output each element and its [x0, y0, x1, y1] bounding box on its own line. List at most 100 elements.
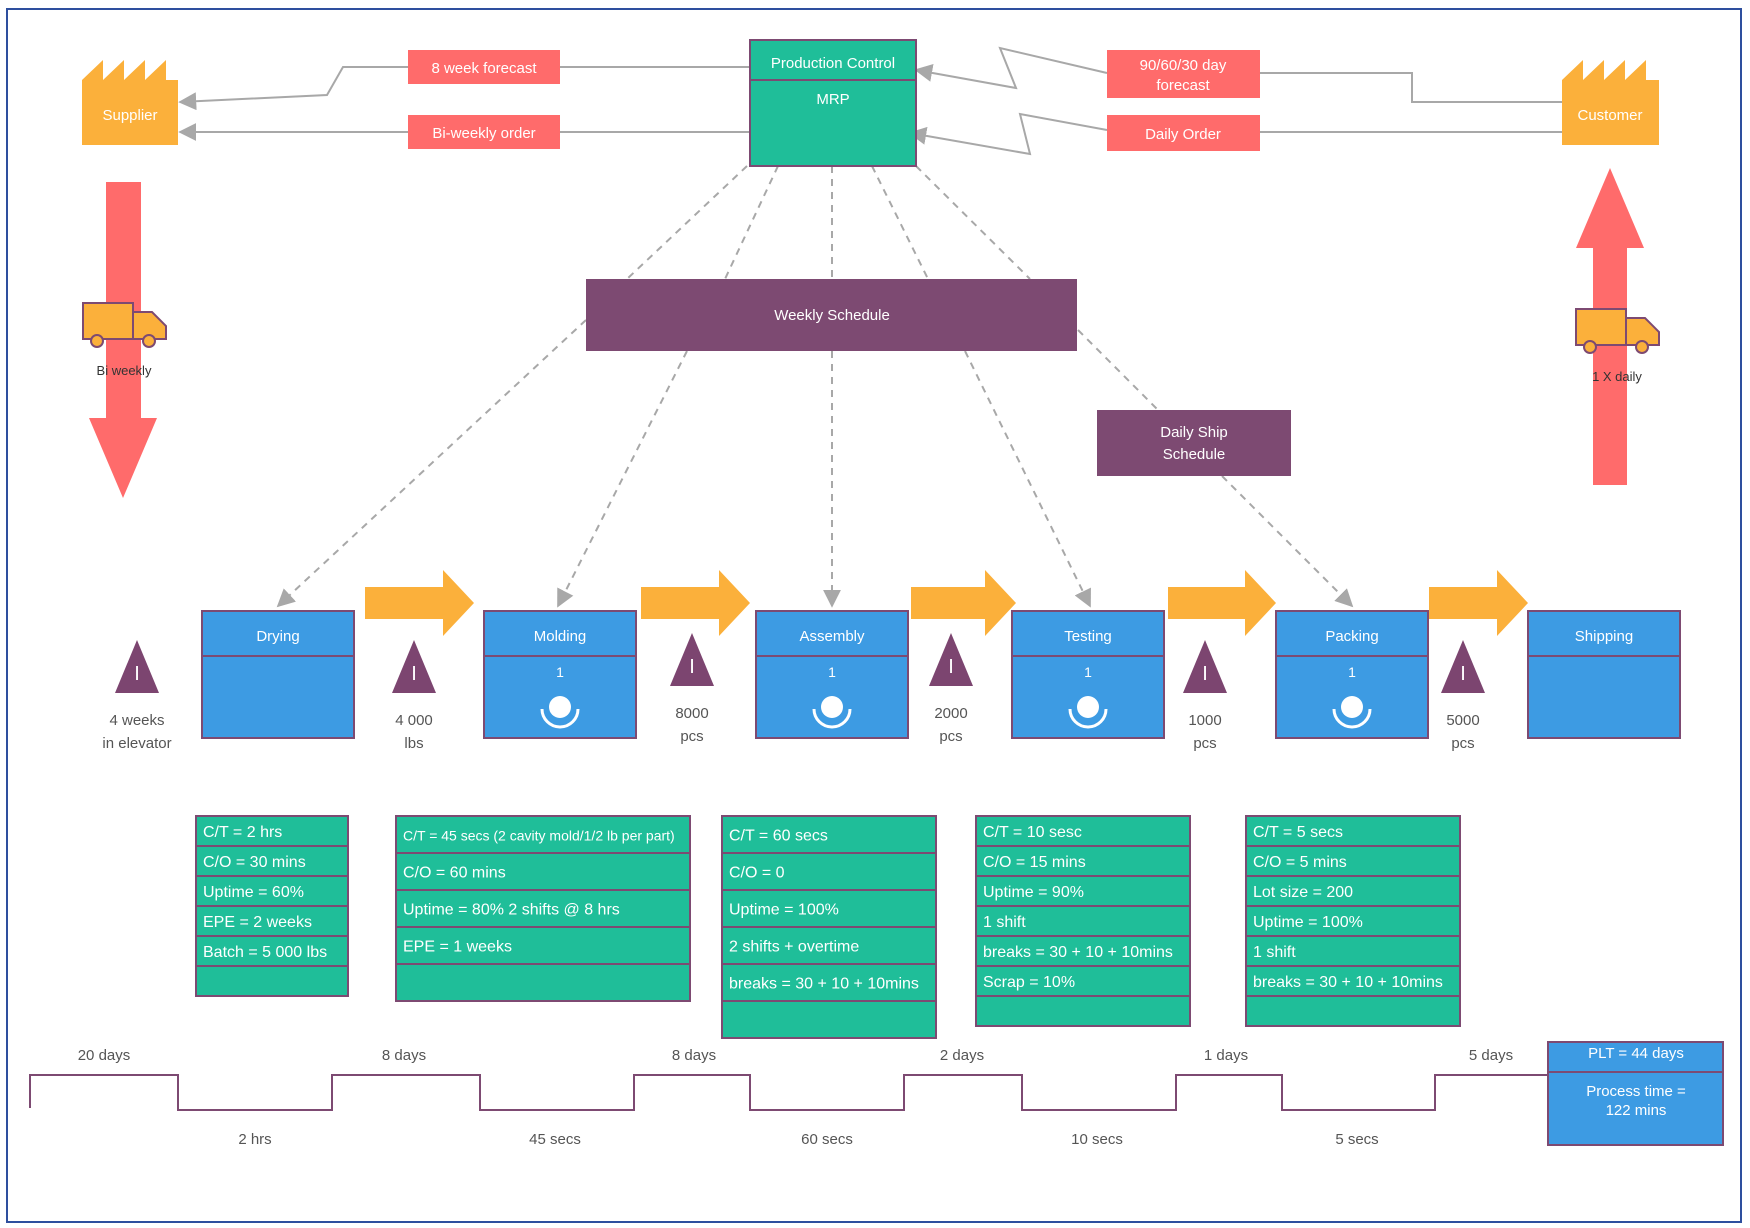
- order-customer-box[interactable]: [1107, 115, 1260, 151]
- push-arrow-4: [1168, 570, 1276, 636]
- data-box-row: C/T = 45 secs (2 cavity mold/1/2 lb per …: [403, 828, 675, 844]
- line-customer-to-forecast: [1260, 72, 1562, 103]
- push-arrow-5: [1429, 570, 1528, 636]
- data-box-row: EPE = 2 weeks: [203, 914, 312, 931]
- operator-count: 1: [1348, 664, 1356, 680]
- data-box-row: Lot size = 200: [1253, 884, 1353, 901]
- diagram-border: [6, 8, 1742, 1223]
- forecast-supplier-box[interactable]: [408, 50, 560, 84]
- weekly-schedule[interactable]: Weekly Schedule: [586, 279, 1077, 351]
- data-box-row: C/O = 15 mins: [983, 854, 1086, 871]
- operator-icon: [812, 696, 852, 729]
- process-shipping[interactable]: Shipping: [1527, 610, 1681, 739]
- push-arrow-2: [641, 570, 750, 636]
- data-box-frame: [1245, 815, 1461, 1027]
- data-box-row: Uptime = 90%: [983, 884, 1084, 901]
- process-name: Shipping: [1575, 628, 1633, 645]
- operator-icon: [1332, 696, 1372, 729]
- daily-ship-schedule-box: [1097, 410, 1291, 476]
- weekly-schedule-box: [586, 279, 1077, 351]
- inventory-amount: 1000: [1188, 712, 1221, 729]
- data-box-row: C/T = 10 sesc: [983, 824, 1082, 841]
- data-box-row: C/O = 5 mins: [1253, 854, 1347, 871]
- process-name: Assembly: [799, 628, 865, 645]
- supplier[interactable]: Supplier: [82, 60, 178, 145]
- process-packing[interactable]: Packing 1: [1275, 610, 1429, 739]
- data-box-row: Batch = 5 000 lbs: [203, 944, 327, 961]
- operator-count: 1: [828, 664, 836, 680]
- inventory-symbol: I: [948, 656, 954, 678]
- process-time-5: 5 secs: [1335, 1131, 1378, 1148]
- process-name: Drying: [256, 628, 299, 645]
- data-box-row: C/T = 5 secs: [1253, 824, 1343, 841]
- customer-label: Customer: [1577, 107, 1642, 124]
- inventory-amount: 4 000: [395, 712, 433, 729]
- data-box-2[interactable]: C/T = 45 secs (2 cavity mold/1/2 lb per …: [395, 815, 691, 1002]
- outbound-shipment-label: 1 X daily: [1592, 369, 1642, 384]
- forecast-customer-line1: 90/60/30 day: [1140, 57, 1227, 74]
- push-arrow-1: [365, 570, 474, 636]
- process-name: Packing: [1325, 628, 1378, 645]
- dash-control-4: [871, 165, 929, 280]
- process-time-3: 60 secs: [801, 1131, 853, 1148]
- lead-time-3: 8 days: [672, 1047, 716, 1064]
- data-box-row: breaks = 30 + 10 + 10mins: [729, 976, 919, 993]
- inbound-shipment: Bi weekly: [82, 182, 167, 498]
- data-box-row: C/O = 60 mins: [403, 865, 506, 882]
- inventory-triangle-icon: [929, 633, 973, 686]
- customer[interactable]: Customer: [1562, 60, 1659, 145]
- data-box-row: C/T = 2 hrs: [203, 824, 282, 841]
- timeline-summary-box[interactable]: [1547, 1041, 1724, 1146]
- summary-process-line2: 122 mins: [1606, 1102, 1667, 1119]
- outbound-truck-icon: [1575, 308, 1660, 354]
- lead-time-1: 20 days: [78, 1047, 131, 1064]
- info-flow-boxes: 8 week forecast Bi-weekly order 90/60/30…: [408, 50, 1260, 151]
- inventory-triangle-icon: [670, 633, 714, 686]
- data-box-row: C/T = 60 secs: [729, 828, 828, 845]
- inventory-symbol: I: [1460, 663, 1466, 685]
- lead-time-2: 8 days: [382, 1047, 426, 1064]
- data-box-row: EPE = 1 weeks: [403, 939, 512, 956]
- daily-ship-schedule[interactable]: Daily Ship Schedule: [1097, 410, 1291, 476]
- data-box-row: Uptime = 100%: [1253, 914, 1363, 931]
- dash-control-1: [626, 165, 748, 280]
- data-box-frame: [975, 815, 1191, 1027]
- dash-to-testing: [964, 350, 1091, 608]
- inventory-symbol: I: [689, 656, 695, 678]
- dash-to-daily-ship: [1077, 329, 1159, 411]
- inventory-unit: pcs: [680, 728, 703, 745]
- data-box-frame: [395, 815, 691, 1002]
- lead-time-5: 1 days: [1204, 1047, 1248, 1064]
- process-box: [201, 610, 355, 739]
- process-assembly[interactable]: Assembly 1: [755, 610, 909, 739]
- inbound-shipment-label: Bi weekly: [97, 363, 152, 378]
- order-customer-label: Daily Order: [1145, 126, 1221, 143]
- data-box-row: 2 shifts + overtime: [729, 939, 859, 956]
- process-name: Testing: [1064, 628, 1112, 645]
- production-control[interactable]: Production Control MRP: [749, 39, 917, 167]
- inventory-symbol: I: [134, 663, 140, 685]
- data-box-row: 1 shift: [983, 914, 1026, 931]
- inventory-triangle-icon: [1441, 640, 1485, 693]
- forecast-customer-box[interactable]: [1107, 50, 1260, 98]
- process-time-1: 2 hrs: [238, 1131, 271, 1148]
- process-drying[interactable]: Drying: [201, 610, 355, 739]
- process-box: [1527, 610, 1681, 739]
- electronic-forecast-to-supplier: [178, 66, 408, 111]
- order-supplier-box[interactable]: [408, 115, 560, 149]
- data-box-row: C/O = 0: [729, 865, 785, 882]
